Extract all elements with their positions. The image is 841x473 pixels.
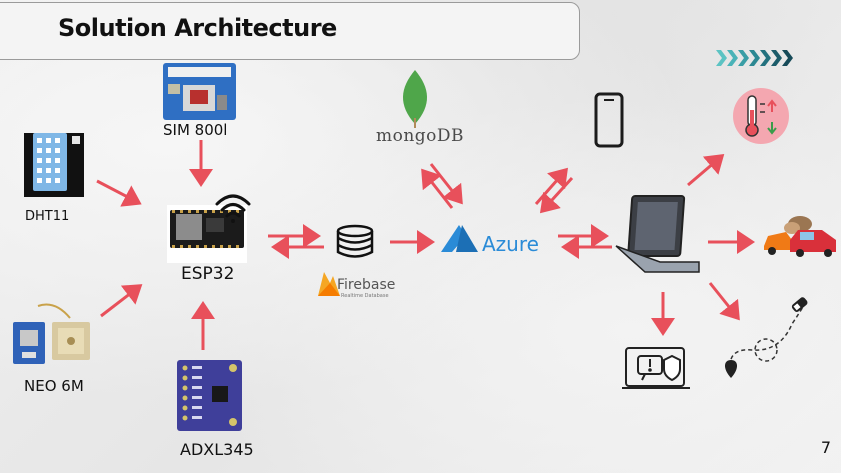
dht11-sensor-icon: [24, 133, 84, 197]
arrow-laptop-route: [708, 282, 740, 321]
adxl345-label: ADXL345: [180, 440, 254, 459]
temperature-icon: [733, 88, 789, 144]
chevrons-icon: [716, 50, 793, 66]
mongodb-leaf-icon: [402, 70, 428, 128]
arrow-neo6m-esp32: [100, 284, 143, 318]
esp32-board-icon: [167, 205, 247, 263]
arrows: [96, 140, 755, 350]
neo6m-label: NEO 6M: [24, 377, 84, 395]
alert-monitor-icon: [622, 347, 690, 389]
bidirectional-arrows: [268, 163, 612, 259]
database-icon: [336, 224, 374, 258]
smartphone-icon: [594, 92, 624, 148]
arrow-azure-mongodb: [421, 168, 454, 209]
dht11-label: DHT11: [25, 209, 70, 224]
laptop-icon: [615, 195, 700, 273]
page-number: 7: [820, 438, 831, 457]
adxl345-board-icon: [177, 360, 242, 431]
firebase-label: Firebase: [337, 277, 396, 293]
sim800l-module-icon: [163, 63, 236, 120]
sim800l-label: SIM 800l: [163, 121, 228, 139]
wifi-icon: [215, 194, 251, 223]
azure-logo-icon: [441, 225, 478, 252]
arrow-laptop-temperature: [687, 154, 725, 187]
car-crash-icon: [764, 216, 836, 257]
title-banner: [0, 2, 580, 60]
page-title: Solution Architecture: [58, 14, 337, 42]
mongodb-label: mongoDB: [376, 126, 465, 146]
route-icon: [724, 297, 808, 378]
arrow-phone-azure: [539, 176, 574, 214]
neo6m-gps-icon: [13, 303, 90, 364]
esp32-label: ESP32: [181, 264, 235, 284]
arrow-mongodb-azure: [429, 163, 463, 205]
firebase-sublabel: Realtime Database: [341, 293, 389, 299]
firebase-logo-icon: [318, 272, 340, 296]
azure-label: Azure: [482, 232, 539, 256]
arrow-dht11-esp32: [96, 179, 142, 207]
